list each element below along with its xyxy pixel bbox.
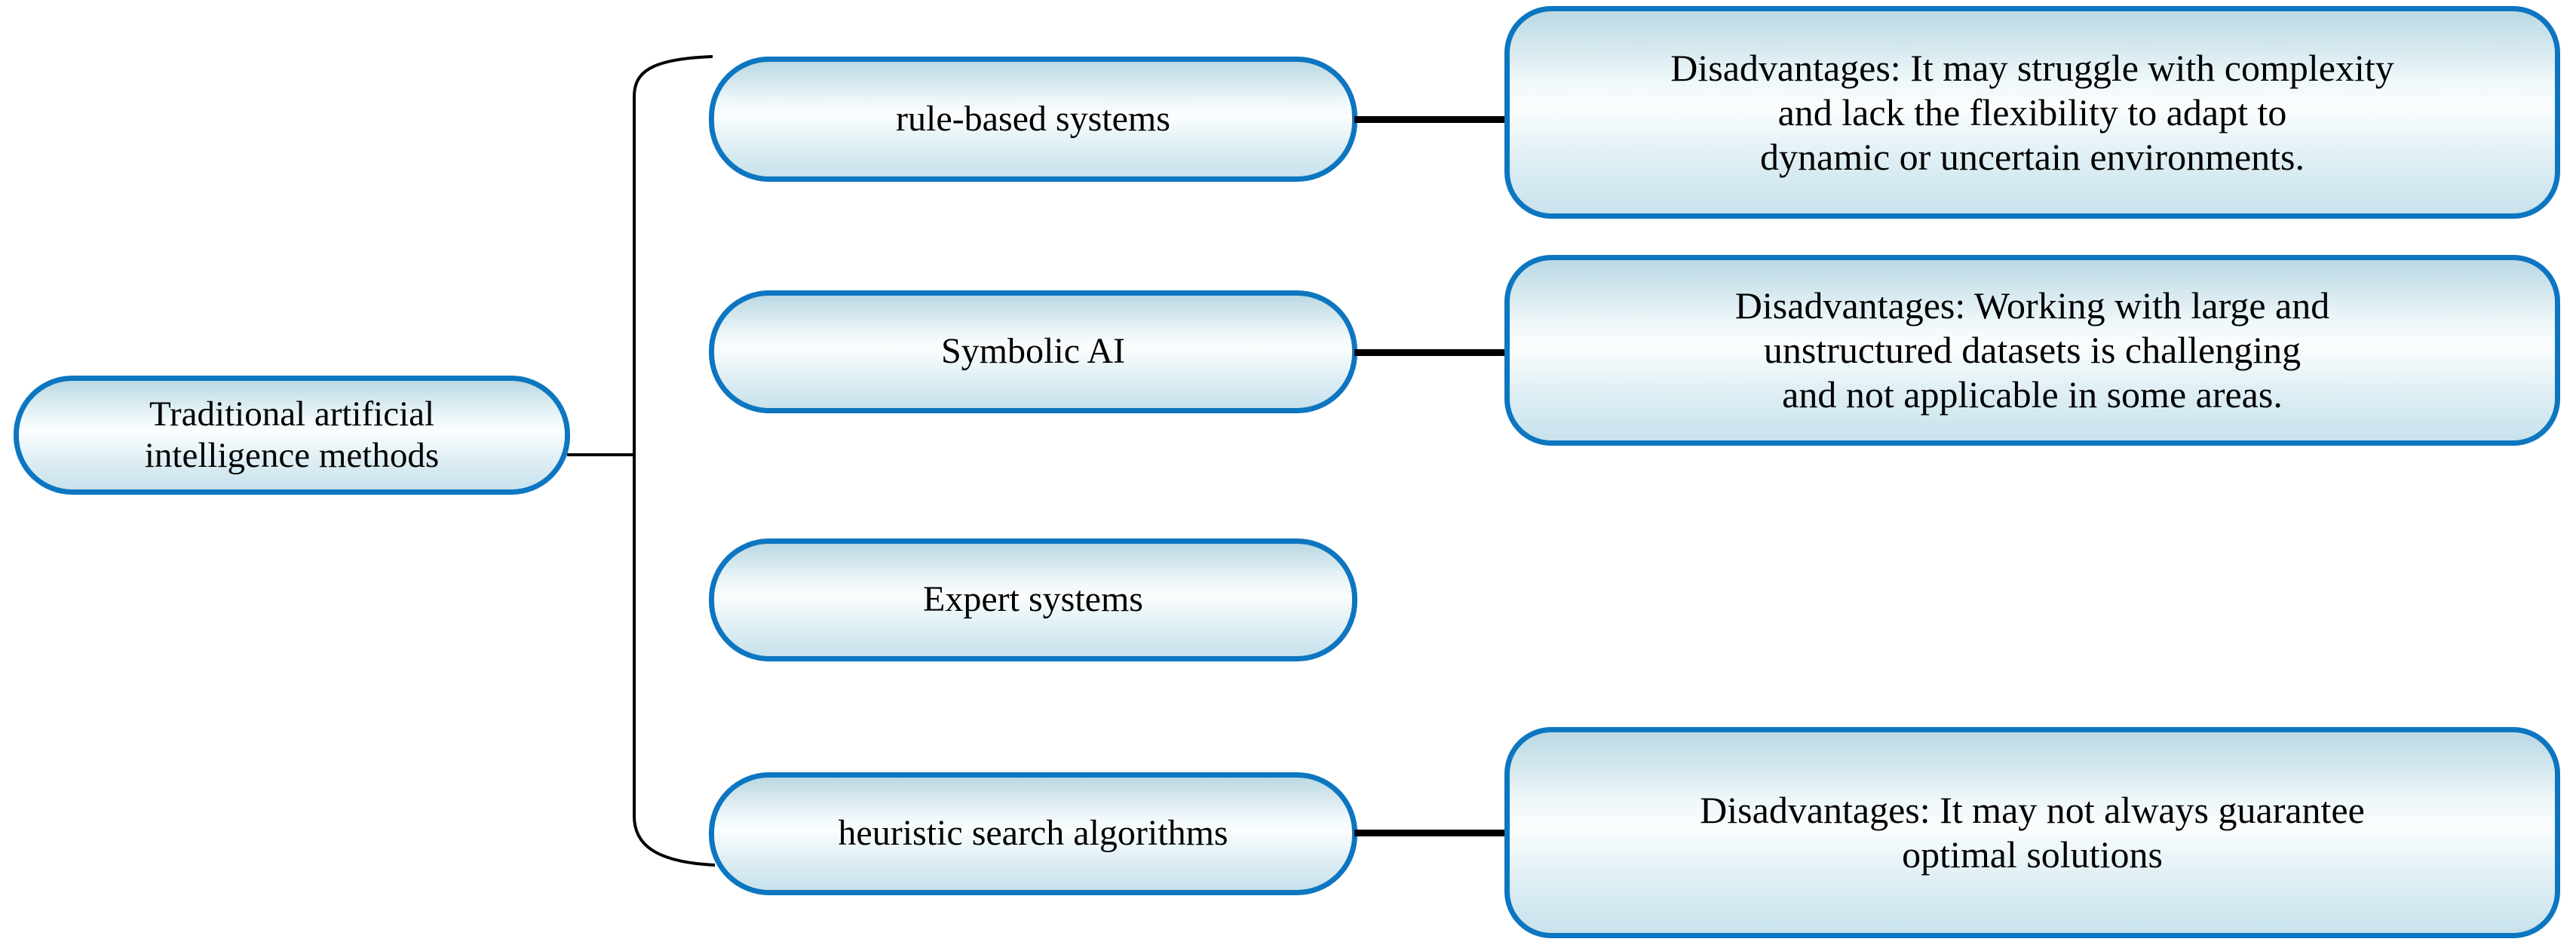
category-label-rule-based-systems: rule-based systems bbox=[896, 98, 1170, 139]
disadvantage-node-heuristic-search[interactable]: Disadvantages: It may not always guarant… bbox=[1504, 727, 2560, 938]
category-node-rule-based-systems[interactable]: rule-based systems bbox=[709, 57, 1357, 182]
curve-to-rule-based bbox=[633, 55, 713, 97]
category-label-heuristic-search-algorithms: heuristic search algorithms bbox=[838, 813, 1228, 854]
connector-heuristic-to-disadvantage bbox=[1354, 830, 1508, 836]
disadvantage-text-heuristic-search: Disadvantages: It may not always guarant… bbox=[1523, 788, 2541, 877]
disadvantage-text-symbolic-ai: Disadvantages: Working with large and un… bbox=[1523, 284, 2541, 417]
connector-rule-based-to-disadvantage bbox=[1354, 116, 1508, 123]
disadvantage-line1: Disadvantages: It may not always guarant… bbox=[1700, 789, 2365, 831]
root-node-label-line1: Traditional artificial bbox=[149, 394, 435, 434]
category-node-expert-systems[interactable]: Expert systems bbox=[709, 538, 1357, 661]
disadvantage-line3: and not applicable in some areas. bbox=[1782, 373, 2283, 416]
root-node-label-line2: intelligence methods bbox=[144, 436, 440, 475]
category-node-heuristic-search-algorithms[interactable]: heuristic search algorithms bbox=[709, 772, 1357, 895]
disadvantage-text-rule-based-systems: Disadvantages: It may struggle with comp… bbox=[1523, 46, 2541, 179]
category-node-symbolic-ai[interactable]: Symbolic AI bbox=[709, 290, 1357, 413]
disadvantage-node-symbolic-ai[interactable]: Disadvantages: Working with large and un… bbox=[1504, 255, 2560, 446]
disadvantage-line2: and lack the flexibility to adapt to bbox=[1777, 91, 2287, 133]
connector-symbolic-ai-to-disadvantage bbox=[1354, 349, 1508, 356]
curve-to-heuristic bbox=[633, 815, 716, 867]
disadvantage-line1: Disadvantages: Working with large and bbox=[1734, 284, 2330, 327]
root-node-label: Traditional artificial intelligence meth… bbox=[32, 394, 551, 477]
disadvantage-node-rule-based-systems[interactable]: Disadvantages: It may struggle with comp… bbox=[1504, 6, 2560, 219]
root-node[interactable]: Traditional artificial intelligence meth… bbox=[14, 376, 570, 495]
category-label-expert-systems: Expert systems bbox=[923, 579, 1143, 620]
disadvantage-line3: dynamic or uncertain environments. bbox=[1760, 135, 2305, 178]
category-label-symbolic-ai: Symbolic AI bbox=[940, 331, 1125, 372]
disadvantage-line1: Disadvantages: It may struggle with comp… bbox=[1670, 46, 2394, 89]
disadvantage-line2: unstructured datasets is challenging bbox=[1763, 329, 2302, 371]
disadvantage-line2: optimal solutions bbox=[1902, 833, 2163, 876]
